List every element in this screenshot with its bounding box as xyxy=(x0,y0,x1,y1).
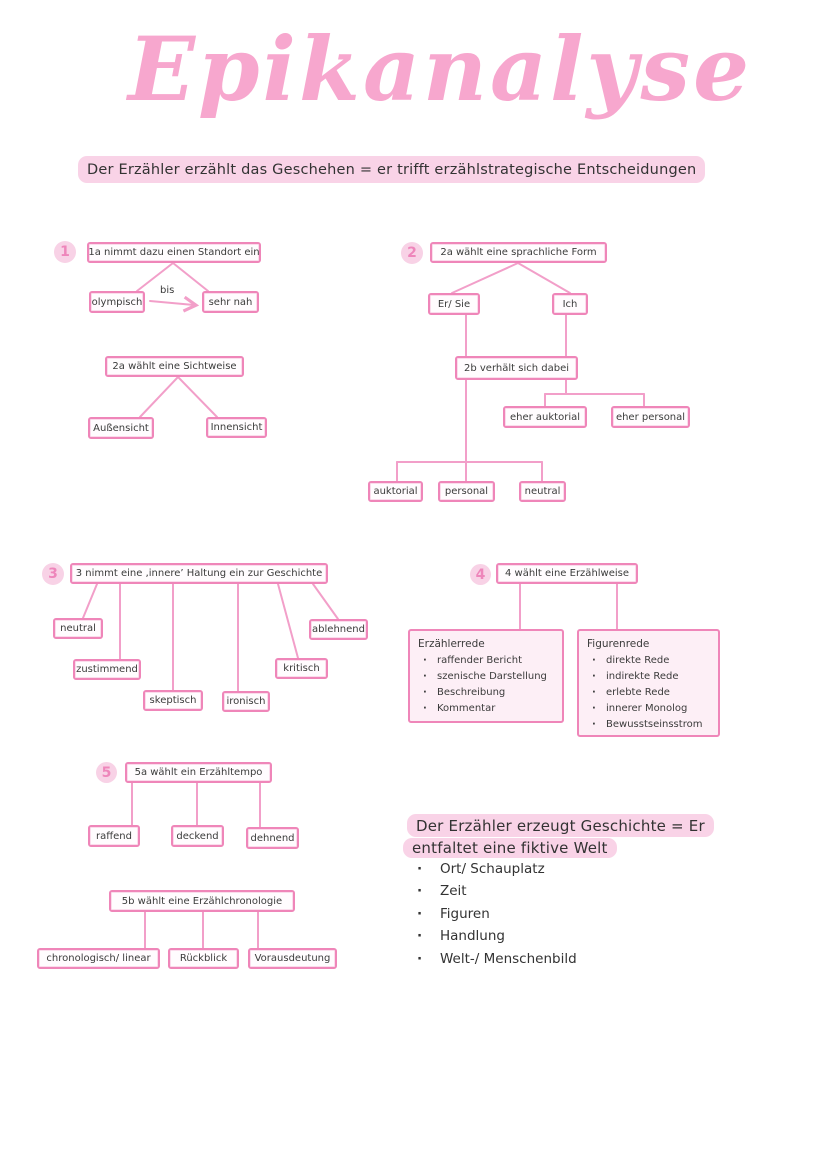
diagram3-number-badge: 3 xyxy=(42,563,64,585)
figurenrede-title: Figurenrede xyxy=(587,638,650,650)
figurenrede-item: direkte Rede xyxy=(587,653,710,669)
summary-heading-line1: Der Erzähler erzeugt Geschichte = Er xyxy=(407,814,714,837)
figurenrede-item: indirekte Rede xyxy=(587,669,710,685)
erzaehlerrede-item: Beschreibung xyxy=(418,685,554,701)
diagram2-eher-personal-box: eher personal xyxy=(611,406,690,428)
diagram2-number-badge: 2 xyxy=(401,242,423,264)
diagram3-kritisch-box: kritisch xyxy=(275,658,328,679)
summary-list: Ort/ Schauplatz Zeit Figuren Handlung We… xyxy=(412,858,712,970)
erzaehlerrede-item: szenische Darstellung xyxy=(418,669,554,685)
diagram5b-root-box: 5b wählt eine Erzählchronologie xyxy=(109,890,295,912)
figurenrede-box: Figurenrede direkte Rede indirekte Rede … xyxy=(577,629,720,737)
diagram5a-dehnend-box: dehnend xyxy=(246,827,299,849)
subtitle-highlight: Der Erzähler erzählt das Geschehen = er … xyxy=(78,156,706,183)
diagram4-number-badge: 4 xyxy=(470,564,491,585)
diagram5a-raffend-box: raffend xyxy=(88,825,140,847)
diagram1-sehr-nah-box: sehr nah xyxy=(202,291,259,313)
erzaehlerrede-item: raffender Bericht xyxy=(418,653,554,669)
diagram5b-rueckblick-box: Rückblick xyxy=(168,948,239,969)
diagram5a-root-box: 5a wählt ein Erzähltempo xyxy=(125,762,272,783)
diagram2-er-sie-box: Er/ Sie xyxy=(428,293,480,315)
summary-item: Welt-/ Menschenbild xyxy=(412,948,712,971)
diagram2-eher-auktorial-box: eher auktorial xyxy=(503,406,587,428)
diagram3-zustimmend-box: zustimmend xyxy=(73,659,141,680)
diagram2-auktorial-box: auktorial xyxy=(368,481,423,502)
diagram3-neutral-box: neutral xyxy=(53,618,103,639)
summary-item: Ort/ Schauplatz xyxy=(412,858,712,881)
summary-item: Zeit xyxy=(412,880,712,903)
diagram1-edge-label: bis xyxy=(160,285,175,296)
erzaehlerrede-item: Kommentar xyxy=(418,701,554,717)
sichtweise-root-box: 2a wählt eine Sichtweise xyxy=(105,356,244,377)
diagram2-verhaelt-box: 2b verhält sich dabei xyxy=(455,356,578,380)
diagram2-root-box: 2a wählt eine sprachliche Form xyxy=(430,242,607,263)
diagram4-root-box: 4 wählt eine Erzählweise xyxy=(496,563,638,584)
diagram5a-number-badge: 5 xyxy=(96,762,117,783)
sichtweise-aussensicht-box: Außensicht xyxy=(88,417,154,439)
figurenrede-item: erlebte Rede xyxy=(587,685,710,701)
diagram5b-vorausdeutung-box: Vorausdeutung xyxy=(248,948,337,969)
diagram3-skeptisch-box: skeptisch xyxy=(143,690,203,711)
diagram1-root-box: 1a nimmt dazu einen Standort ein xyxy=(87,242,261,263)
diagram2-personal-box: personal xyxy=(438,481,495,502)
diagram1-number-badge: 1 xyxy=(54,241,76,263)
page-title: Epikanalyse xyxy=(127,17,753,121)
figurenrede-item: Bewusstseinsstrom xyxy=(587,717,710,733)
summary-item: Figuren xyxy=(412,903,712,926)
diagram3-ablehnend-box: ablehnend xyxy=(309,619,368,640)
diagram5b-chronologisch-box: chronologisch/ linear xyxy=(37,948,160,969)
diagram1-olympisch-box: olympisch xyxy=(89,291,145,313)
erzaehlerrede-box: Erzählerrede raffender Bericht szenische… xyxy=(408,629,564,723)
diagram5a-deckend-box: deckend xyxy=(171,825,224,847)
diagram2-ich-box: Ich xyxy=(552,293,588,315)
summary-item: Handlung xyxy=(412,925,712,948)
figurenrede-item: innerer Monolog xyxy=(587,701,710,717)
erzaehlerrede-title: Erzählerrede xyxy=(418,638,485,650)
summary-heading-line2: entfaltet eine fiktive Welt xyxy=(403,838,617,858)
diagram3-root-box: 3 nimmt eine ‚innere’ Haltung ein zur Ge… xyxy=(70,563,328,584)
sichtweise-innensicht-box: Innensicht xyxy=(206,417,267,438)
diagram3-ironisch-box: ironisch xyxy=(222,691,270,712)
diagram2-neutral-box: neutral xyxy=(519,481,566,502)
